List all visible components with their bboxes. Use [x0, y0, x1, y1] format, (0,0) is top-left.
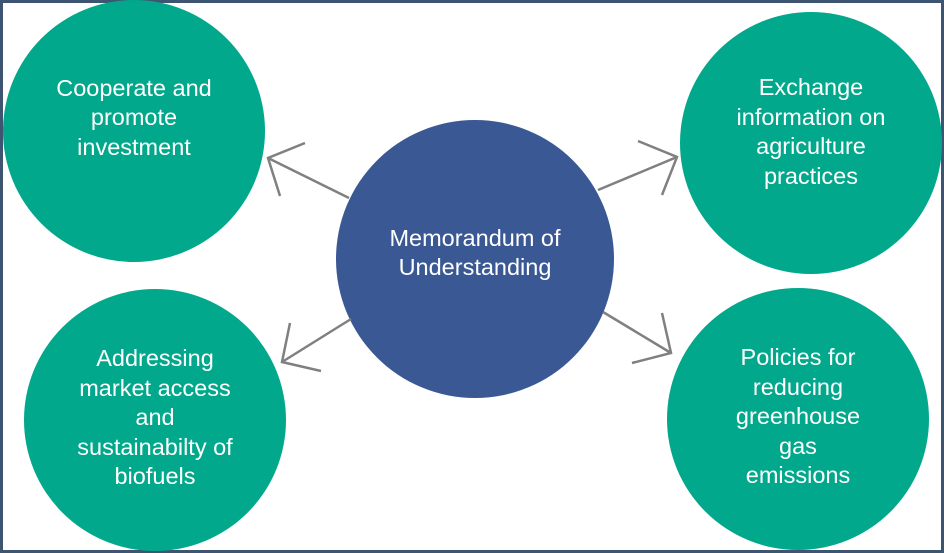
node-memorandum-of-understanding: Memorandum of Understanding — [336, 120, 614, 398]
node-label: Cooperate and promote investment — [56, 74, 212, 160]
node-label: Exchange information on agriculture prac… — [736, 74, 886, 189]
arrow-to-top-left — [266, 141, 350, 200]
arrow-to-bottom-right — [602, 310, 673, 365]
node-greenhouse-gas-policies: Policies for reducing greenhouse gas emi… — [667, 288, 929, 550]
center-label: Memorandum of Understanding — [389, 224, 561, 281]
arrow-to-bottom-left — [280, 317, 352, 373]
node-label: Policies for reducing greenhouse gas emi… — [735, 344, 861, 489]
node-exchange-agriculture-info: Exchange information on agriculture prac… — [680, 12, 942, 274]
node-cooperate-promote-investment: Cooperate and promote investment — [3, 0, 265, 262]
node-market-access-biofuels: Addressing market access and sustainabil… — [24, 289, 286, 551]
node-label: Addressing market access and sustainabil… — [77, 345, 233, 490]
arrow-to-top-right — [597, 139, 679, 196]
